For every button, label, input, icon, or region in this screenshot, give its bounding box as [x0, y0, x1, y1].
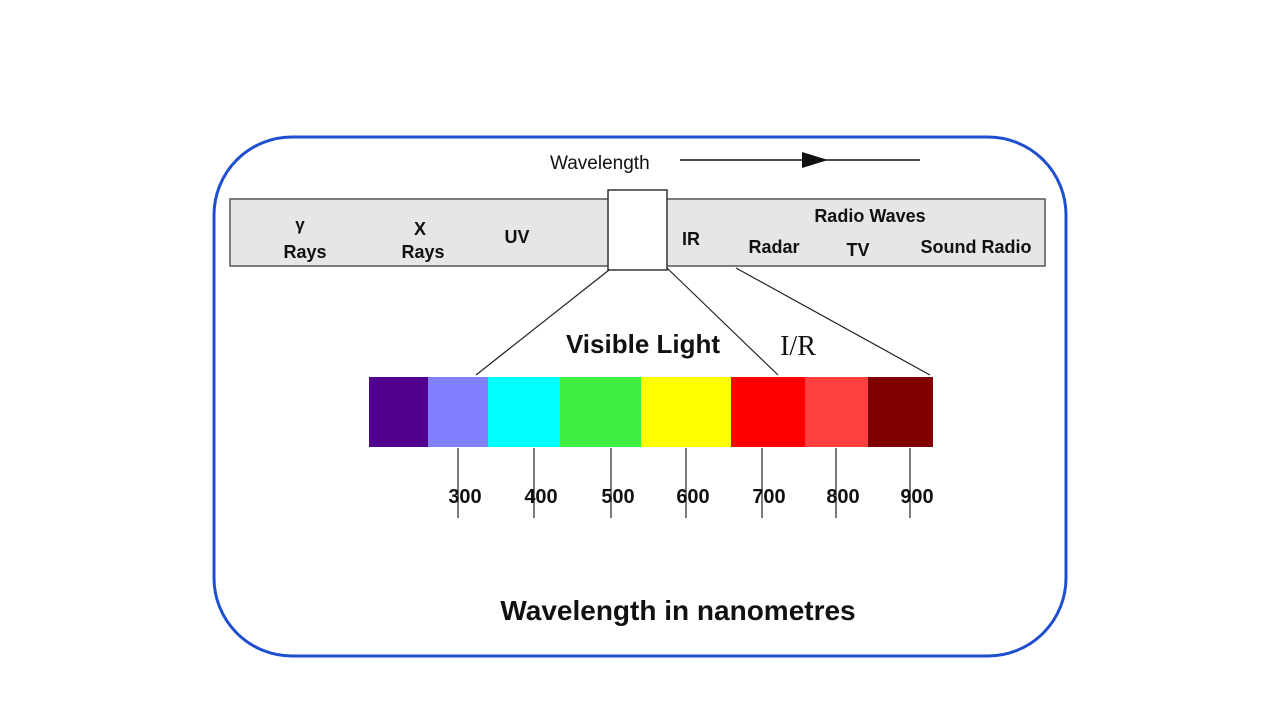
- radar-label: Radar: [748, 237, 799, 257]
- zoom-line-right: [735, 267, 931, 376]
- tick-label-600: 600: [676, 486, 709, 508]
- wavelength-ticks: 300 400 500 600 700 800 900: [448, 448, 934, 518]
- swatch-light-red: [805, 377, 868, 447]
- x-symbol: X: [414, 219, 426, 239]
- visible-light-title: Visible Light: [566, 329, 720, 359]
- x-rays-label: Rays: [401, 242, 444, 262]
- ir-zoom-label: I/R: [780, 331, 816, 362]
- swatch-maroon: [868, 377, 933, 447]
- tick-label-700: 700: [752, 486, 785, 508]
- color-swatches: [369, 377, 933, 447]
- swatch-violet: [369, 377, 428, 447]
- tick-label-900: 900: [900, 486, 933, 508]
- axis-title: Wavelength in nanometres: [500, 595, 855, 626]
- swatch-cyan: [488, 377, 560, 447]
- tick-label-800: 800: [826, 486, 859, 508]
- tick-label-300: 300: [448, 486, 481, 508]
- tick-label-500: 500: [601, 486, 634, 508]
- swatch-red: [731, 377, 805, 447]
- gamma-rays-label: Rays: [283, 242, 326, 262]
- wavelength-label: Wavelength: [550, 153, 650, 174]
- tv-label: TV: [846, 240, 869, 260]
- wavelength-arrowhead: [802, 152, 828, 168]
- diagram-frame: [212, 135, 1068, 658]
- swatch-lavender: [428, 377, 488, 447]
- sound-radio-label: Sound Radio: [921, 237, 1032, 257]
- zoom-line-middle: [666, 267, 779, 376]
- ir-label: IR: [682, 229, 700, 249]
- swatch-yellow: [641, 377, 731, 447]
- zoom-line-left: [475, 269, 610, 376]
- uv-label: UV: [504, 227, 529, 247]
- gamma-symbol: γ: [295, 215, 305, 234]
- swatch-green: [560, 377, 641, 447]
- visible-window-box: [607, 189, 668, 271]
- radio-waves-label: Radio Waves: [814, 206, 925, 226]
- tick-label-400: 400: [524, 486, 557, 508]
